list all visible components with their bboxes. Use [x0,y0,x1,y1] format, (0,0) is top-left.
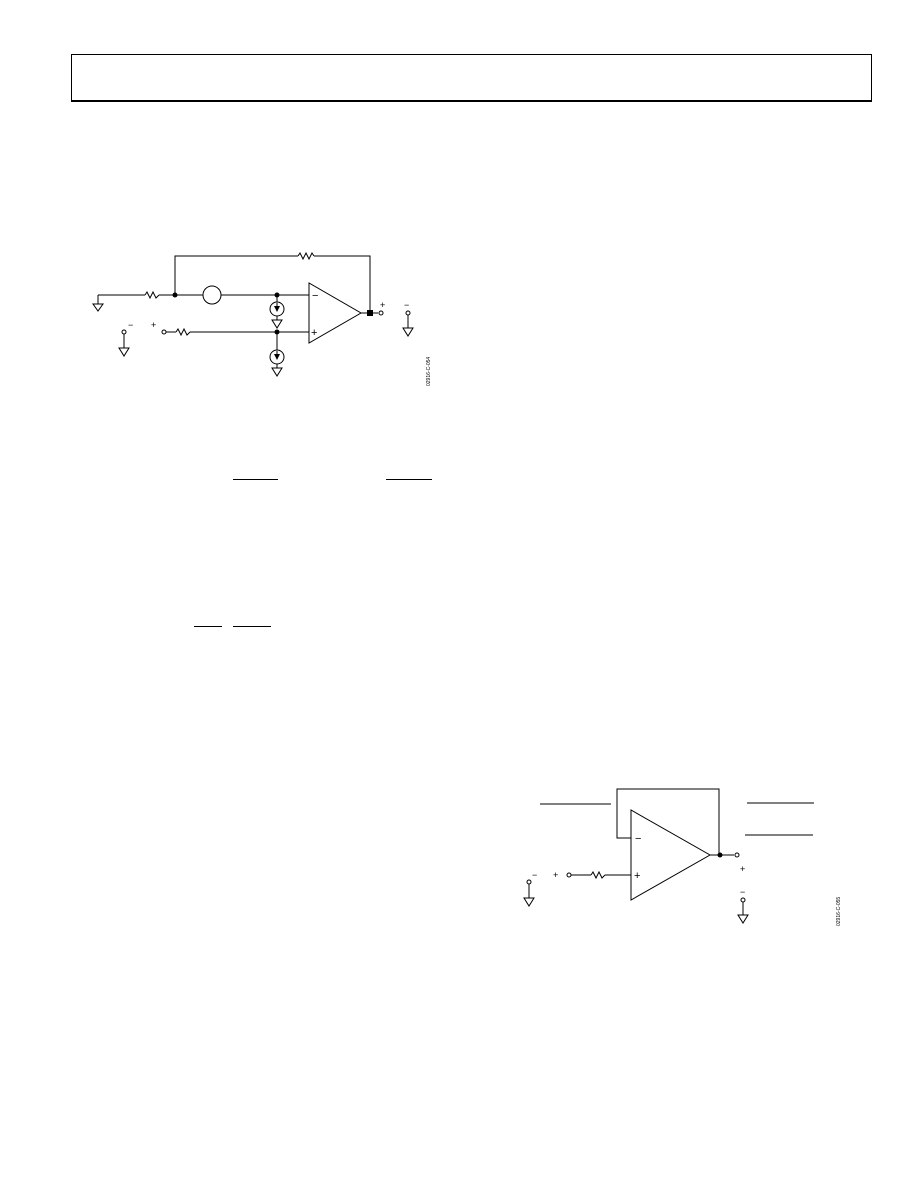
equation-2-fraction-bar-a [194,626,222,627]
input-resistor-3 [590,870,606,880]
fig2-input-plus-sign: + [553,870,558,880]
fig2-amp-noninverting-sign: + [634,870,640,882]
fig2-input-minus-sign: − [532,870,537,880]
figure-2-id-code: 02916-C-055 [836,897,842,926]
fig2-output-minus-sign: − [740,887,745,897]
op-amp-1 [308,282,363,344]
input-resistor-1 [144,290,160,300]
fig1-ground-minus-sign: − [128,320,133,330]
fig1-output-plus-sign: + [380,300,385,310]
fig2-amp-inverting-sign: − [635,833,641,845]
equation-1-fraction-bar-a [233,479,278,480]
fig1-amp-noninverting-sign: + [311,327,317,339]
fig2-output-plus-sign: + [740,864,745,874]
feedback-resistor [297,251,315,261]
op-amp-2 [630,809,712,901]
fig1-amp-inverting-sign: − [312,290,318,302]
figure-1-id-code: 02916-C-054 [426,357,432,386]
fig1-input-plus-sign: + [151,320,156,330]
fig1-output-minus-sign: − [404,300,409,310]
page-header-box [71,54,872,102]
input-resistor-2 [175,327,191,337]
equation-1-fraction-bar-b [386,479,432,480]
equation-2-fraction-bar-b [233,626,271,627]
